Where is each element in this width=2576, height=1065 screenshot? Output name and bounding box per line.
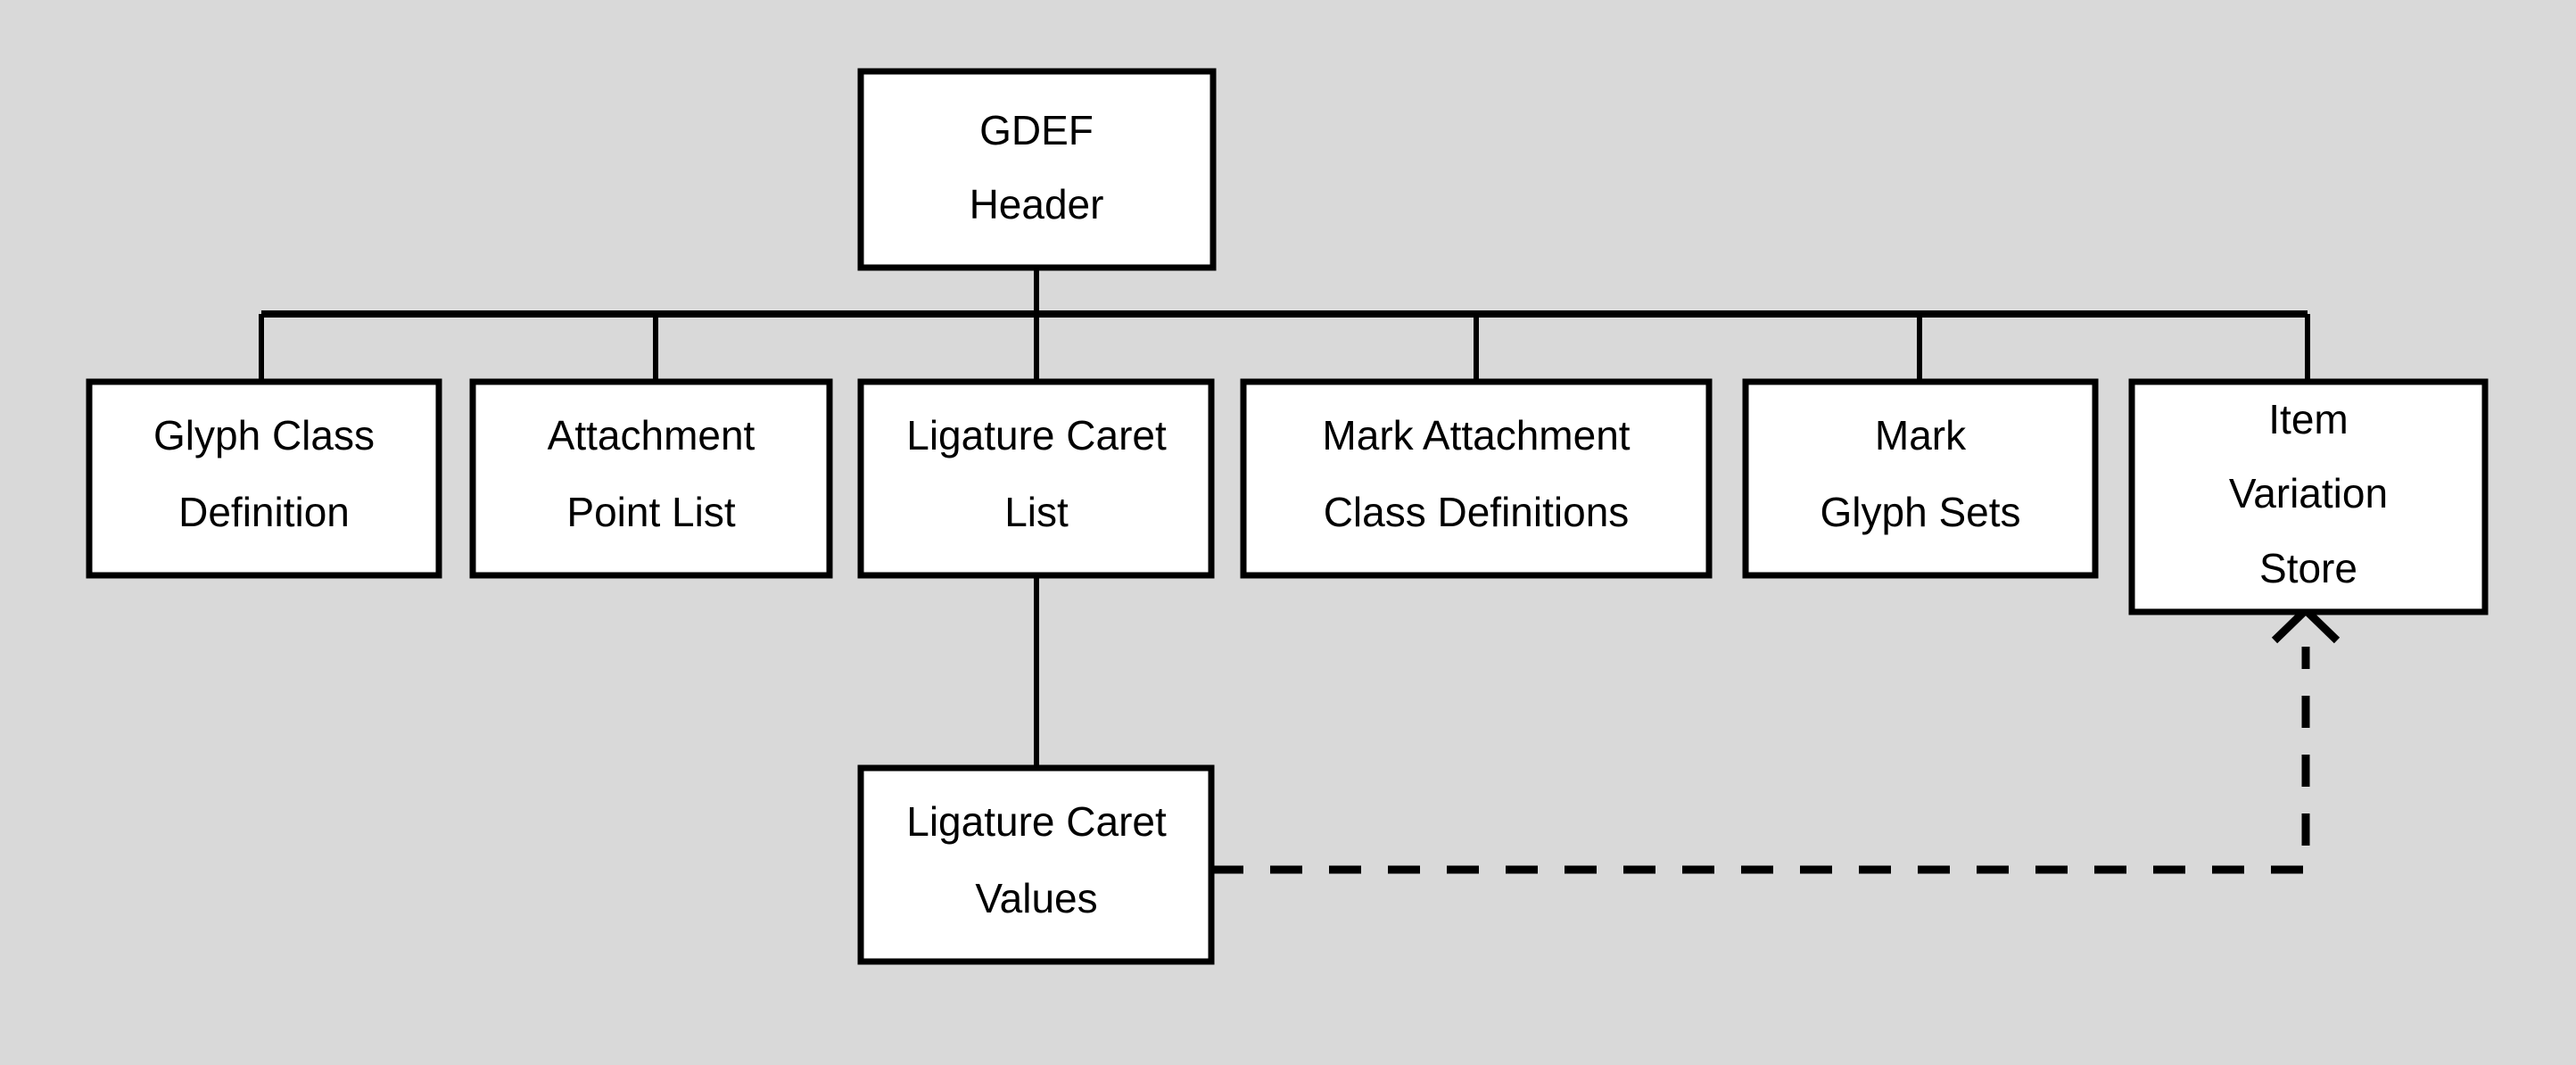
edge-ligature-caret-values-to-item-variation-store <box>1211 647 2310 874</box>
node-attachment-point-list-label-line2: Point List <box>566 489 735 535</box>
node-mark-attachment-class-definitions-label-line2: Class Definitions <box>1324 489 1630 535</box>
node-mark-glyph-sets-label-line2: Glyph Sets <box>1821 489 2021 535</box>
node-mark-glyph-sets-box[interactable] <box>1742 378 2099 579</box>
node-ligature-caret-values-label-line1: Ligature Caret <box>906 798 1167 845</box>
node-ligature-caret-list-label-line1: Ligature Caret <box>906 412 1167 458</box>
node-gdef-header-label-line2: Header <box>970 181 1104 227</box>
node-mark-glyph-sets[interactable]: Mark Glyph Sets <box>1742 378 2099 579</box>
node-glyph-class-definition-label-line1: Glyph Class <box>153 412 375 458</box>
node-attachment-point-list-box[interactable] <box>469 378 833 579</box>
node-gdef-header[interactable]: GDEF Header <box>857 68 1217 271</box>
node-glyph-class-definition[interactable]: Glyph Class Definition <box>86 378 442 579</box>
node-item-variation-store-label-line3: Store <box>2259 545 2357 591</box>
node-glyph-class-definition-label-line2: Definition <box>178 489 350 535</box>
node-mark-attachment-class-definitions-box[interactable] <box>1240 378 1713 579</box>
node-item-variation-store[interactable]: Item Variation Store <box>2128 378 2489 615</box>
node-ligature-caret-list-box[interactable] <box>857 378 1215 579</box>
node-gdef-header-box[interactable] <box>857 68 1217 271</box>
node-glyph-class-definition-box[interactable] <box>86 378 442 579</box>
node-item-variation-store-box[interactable] <box>2128 378 2489 615</box>
node-attachment-point-list-label-line1: Attachment <box>548 412 755 458</box>
node-ligature-caret-values-box[interactable] <box>857 764 1215 965</box>
node-ligature-caret-values-label-line2: Values <box>975 875 1097 921</box>
node-mark-attachment-class-definitions[interactable]: Mark Attachment Class Definitions <box>1240 378 1713 579</box>
node-ligature-caret-list[interactable]: Ligature Caret List <box>857 378 1215 579</box>
node-ligature-caret-values[interactable]: Ligature Caret Values <box>857 764 1215 965</box>
node-ligature-caret-list-label-line2: List <box>1004 489 1069 535</box>
node-mark-glyph-sets-label-line1: Mark <box>1875 412 1967 458</box>
node-item-variation-store-label-line2: Variation <box>2229 470 2388 516</box>
node-item-variation-store-label-line1: Item <box>2268 396 2348 442</box>
node-attachment-point-list[interactable]: Attachment Point List <box>469 378 833 579</box>
node-mark-attachment-class-definitions-label-line1: Mark Attachment <box>1322 412 1630 458</box>
node-gdef-header-label-line1: GDEF <box>979 107 1094 153</box>
